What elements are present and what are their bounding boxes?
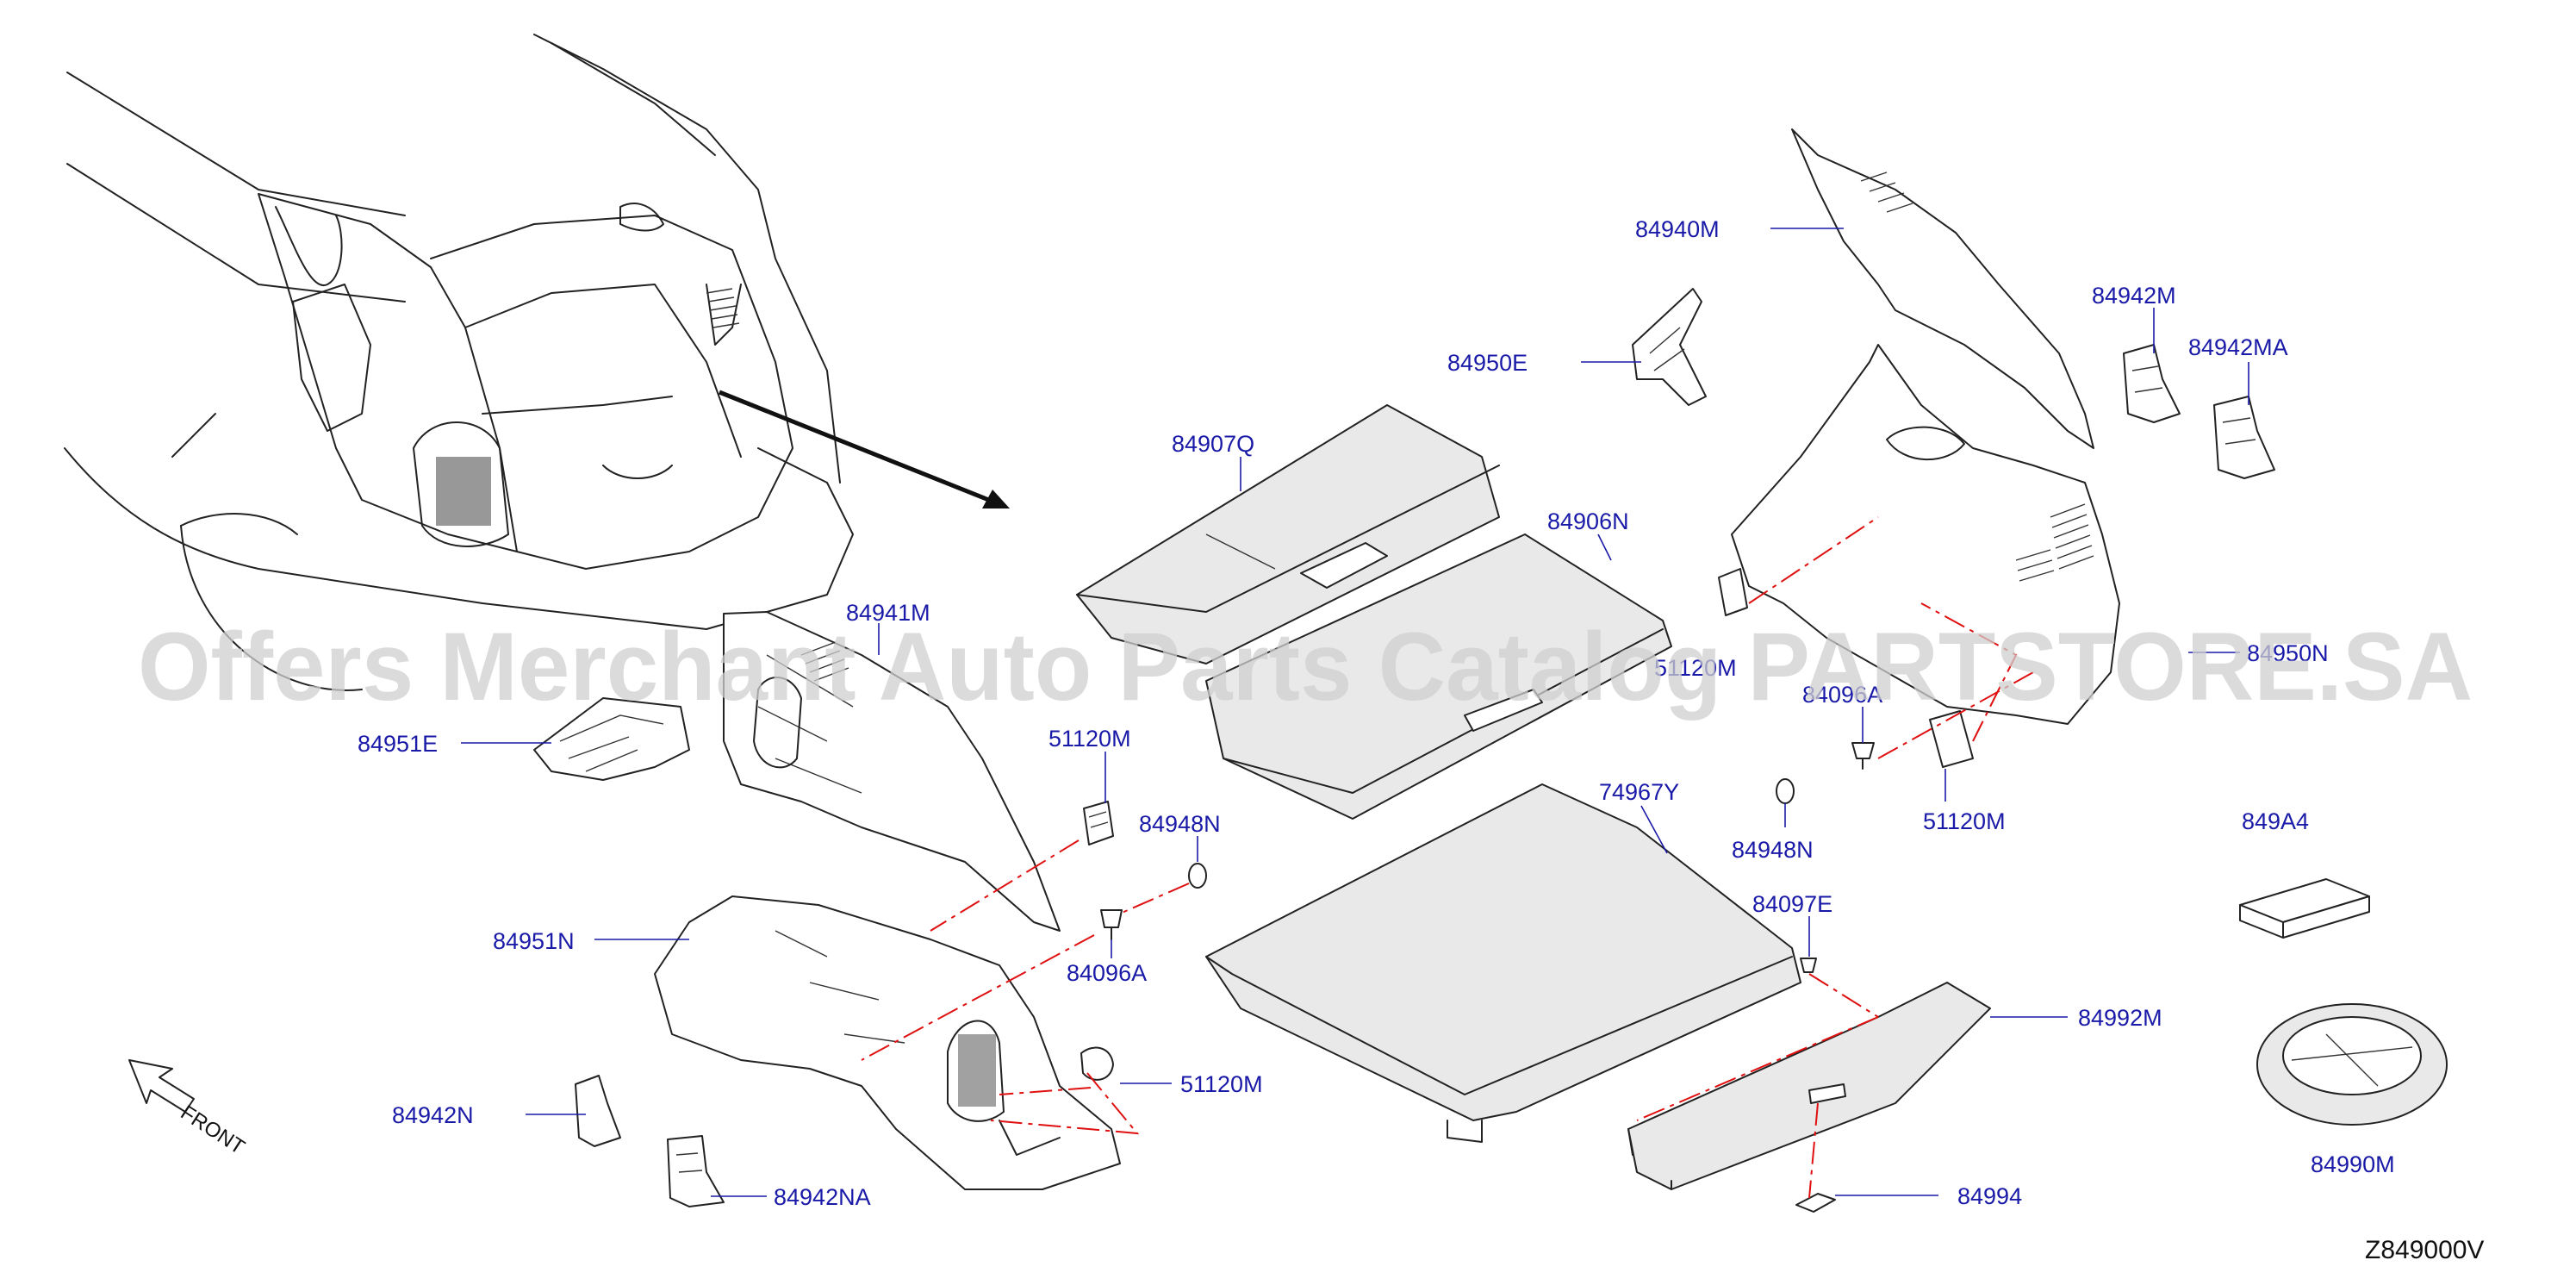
part-84942MA	[2213, 396, 2275, 479]
label-84948N-a: 84948N	[1139, 811, 1221, 837]
part-84942M	[2123, 344, 2181, 423]
vehicle-rear-illustration	[64, 34, 854, 691]
label-84940M: 84940M	[1635, 216, 1720, 242]
watermark-text: Offers Merchant Auto Parts Catalog PARTS…	[138, 613, 2473, 721]
trim-panel-84941M	[723, 611, 1061, 932]
label-84096A-b: 84096A	[1802, 682, 1882, 708]
label-84907Q: 84907Q	[1172, 431, 1254, 457]
label-84994: 84994	[1957, 1183, 2022, 1209]
label-84097E: 84097E	[1752, 891, 1832, 917]
label-84992M: 84992M	[2078, 1005, 2162, 1031]
part-84994	[1795, 1193, 1836, 1213]
label-84941M: 84941M	[846, 600, 930, 626]
part-849A4	[2239, 878, 2370, 939]
part-84948N-a	[1188, 863, 1207, 889]
label-51120M-a: 51120M	[1048, 726, 1131, 752]
upper-trim-84940M	[1791, 128, 2094, 449]
part-51120M-c	[1718, 568, 1748, 616]
part-84096A-b	[1851, 742, 1875, 770]
floor-board-74967Y	[1205, 783, 1801, 1143]
diagram-reference-code: Z849000V	[2365, 1236, 2484, 1264]
label-84950N: 84950N	[2247, 640, 2329, 666]
part-84990M	[2256, 1003, 2448, 1126]
label-84950E: 84950E	[1447, 350, 1528, 376]
label-84990M: 84990M	[2311, 1151, 2395, 1177]
label-849A4: 849A4	[2242, 808, 2309, 834]
trim-panel-84951N	[654, 895, 1121, 1190]
alignment-lines-left	[861, 839, 1190, 1135]
part-51120M-b	[1080, 1046, 1114, 1081]
alignment-lines-right	[1636, 516, 2034, 1199]
part-84096A-a	[1100, 909, 1123, 940]
front-label: FRONT	[177, 1101, 249, 1159]
label-84942NA: 84942NA	[774, 1184, 871, 1210]
part-number-labels: 84940M 84942M 84942MA 84950E 84907Q 8490…	[358, 216, 2395, 1210]
part-84950E	[1632, 288, 1707, 406]
label-84906N: 84906N	[1547, 508, 1629, 534]
part-84951E	[533, 697, 690, 781]
leader-lines	[461, 228, 2249, 1197]
part-51120M-a	[1083, 801, 1114, 845]
partition-84906N	[1205, 533, 1672, 820]
part-84942N	[575, 1075, 621, 1147]
label-51120M-d: 51120M	[1923, 808, 2006, 834]
part-51120M-d	[1929, 710, 1974, 768]
part-84942NA	[667, 1135, 725, 1207]
direction-arrow	[719, 390, 1010, 508]
label-84951E: 84951E	[358, 731, 438, 757]
part-84097E	[1800, 958, 1817, 973]
label-74967Y: 74967Y	[1599, 779, 1679, 805]
label-84942M: 84942M	[2092, 283, 2176, 309]
label-84942MA: 84942MA	[2188, 334, 2288, 360]
label-84942N: 84942N	[392, 1102, 474, 1128]
sill-plate-84992M	[1627, 982, 1991, 1190]
front-direction-indicator: FRONT	[128, 1059, 249, 1159]
label-84096A-a: 84096A	[1067, 960, 1147, 986]
tonneau-cover-84907Q	[1076, 404, 1500, 664]
label-51120M-b: 51120M	[1180, 1071, 1263, 1097]
label-84951N: 84951N	[493, 928, 575, 954]
label-84948N-b: 84948N	[1732, 837, 1814, 863]
part-84948N-b	[1776, 778, 1795, 804]
label-51120M-c: 51120M	[1654, 655, 1737, 681]
lower-trim-84950N	[1731, 344, 2120, 725]
